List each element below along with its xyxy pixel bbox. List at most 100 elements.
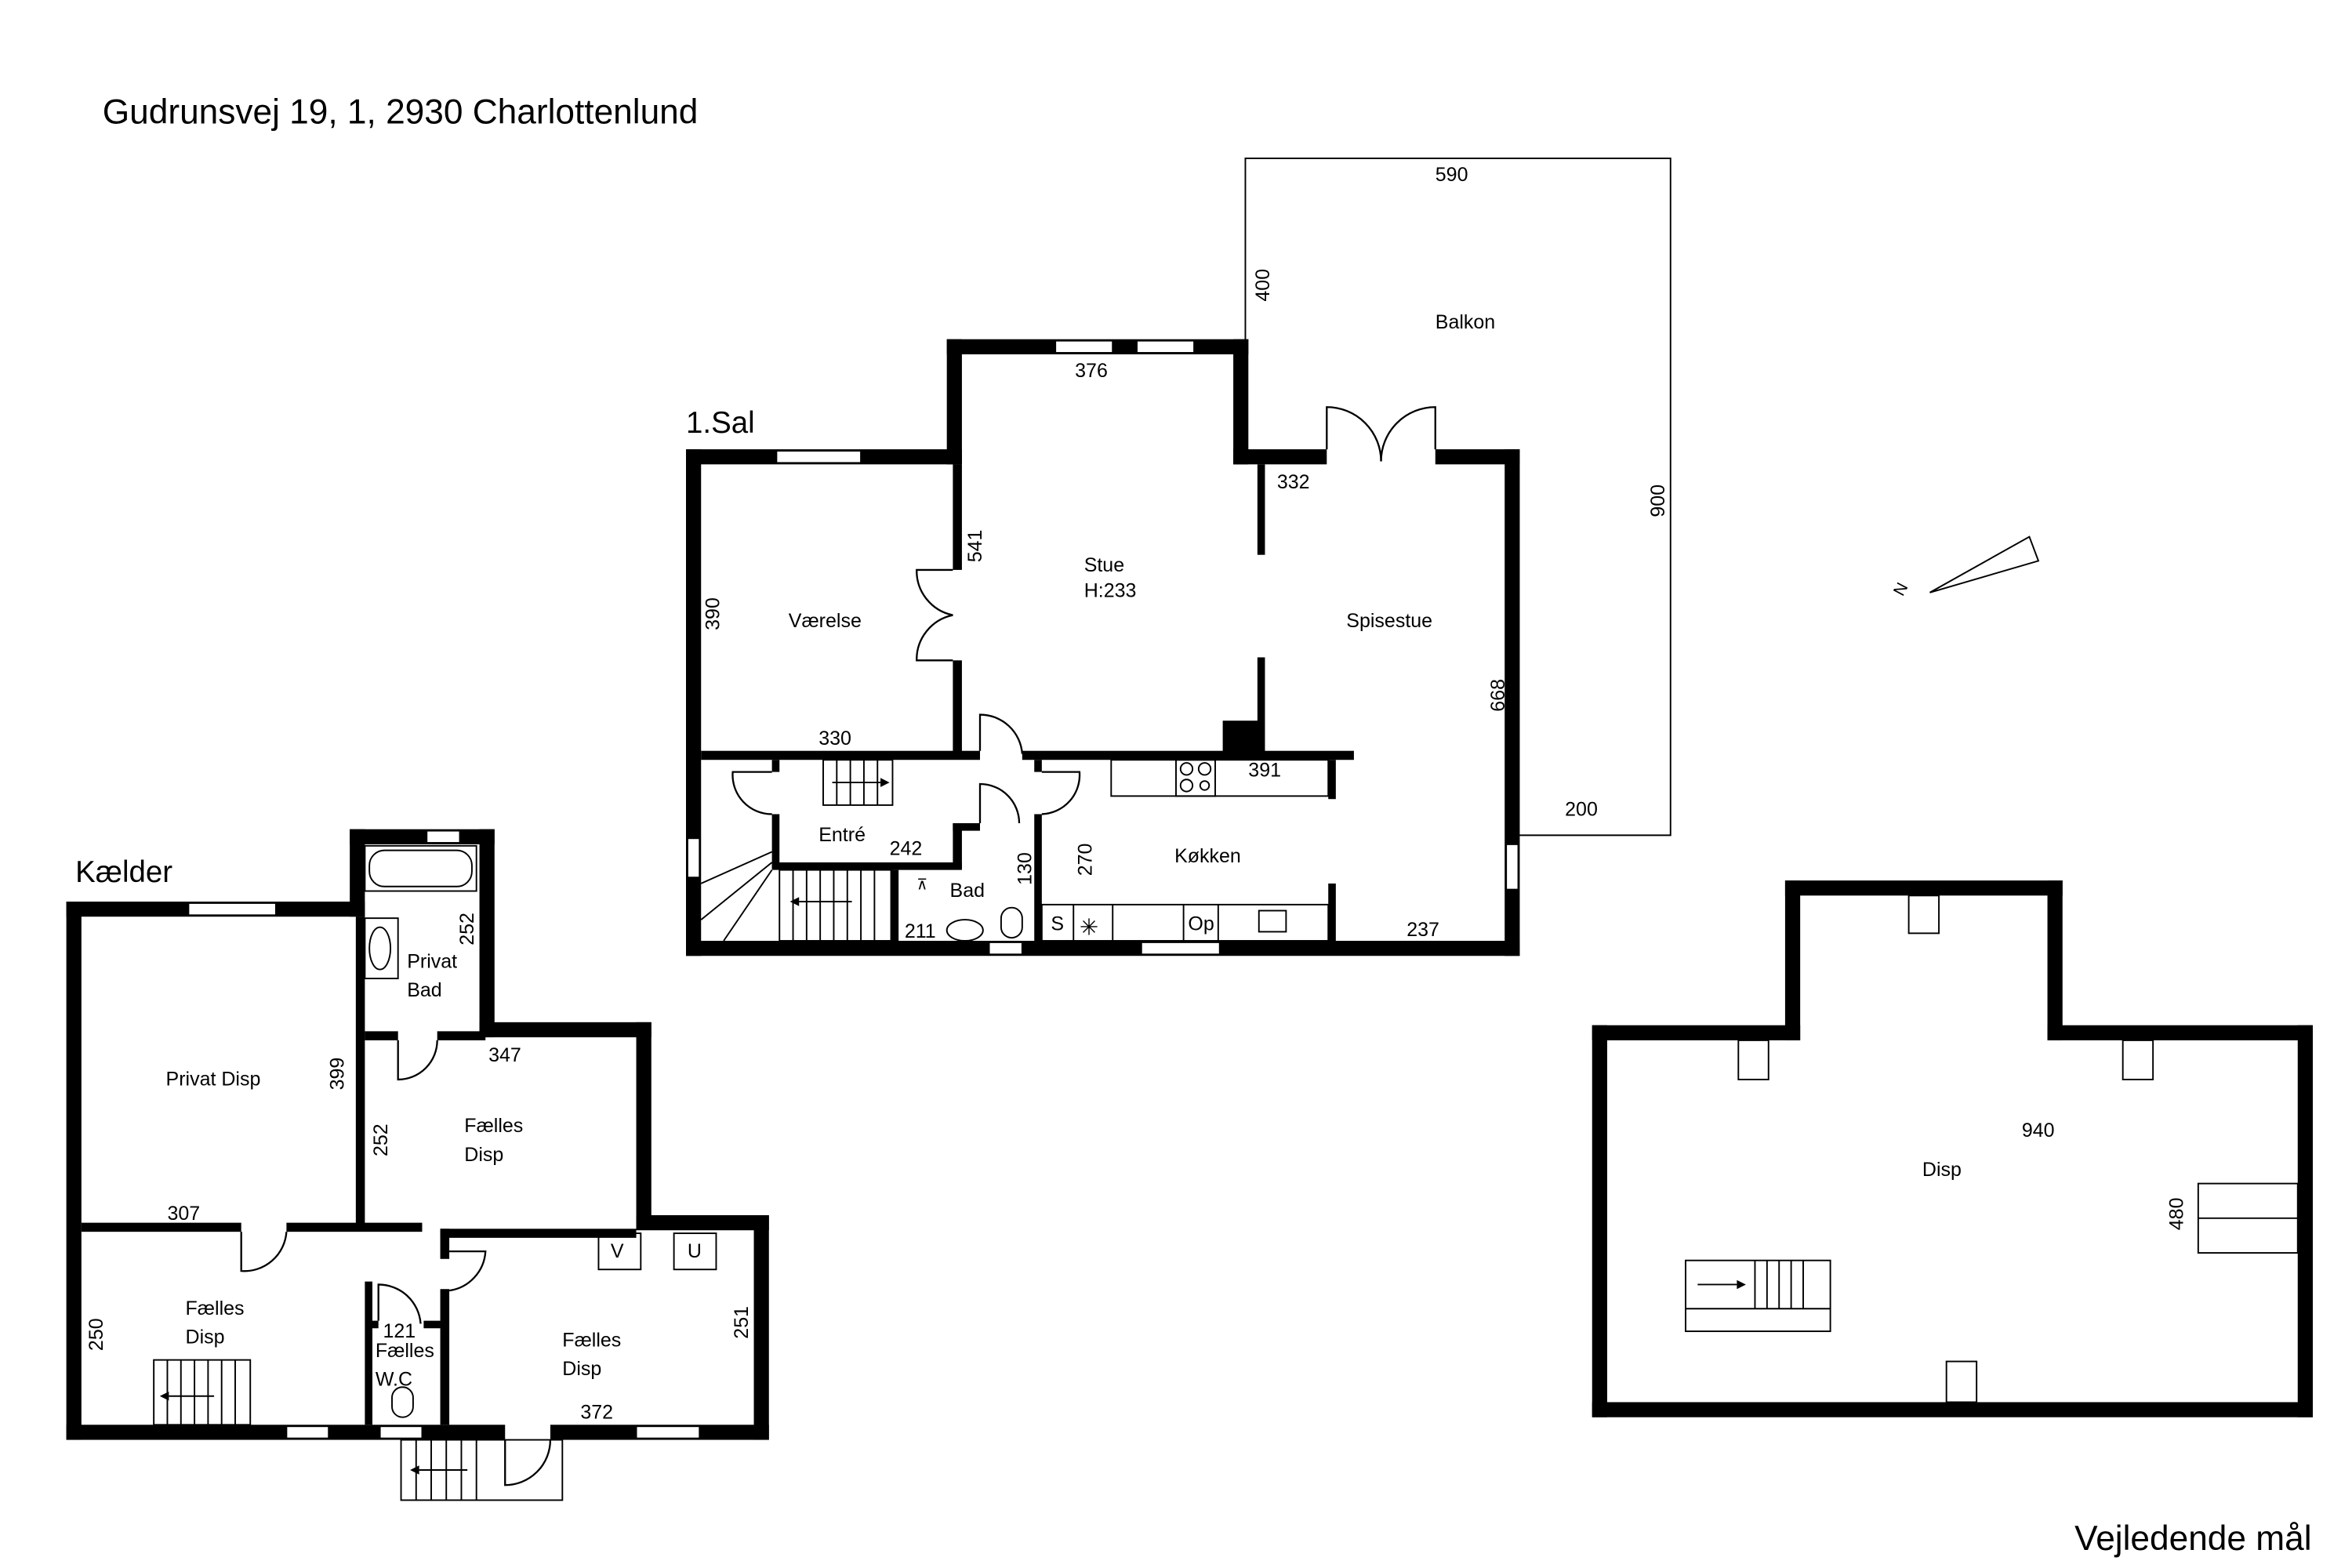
skylight	[1945, 1360, 1978, 1403]
north-label: N	[1890, 580, 1911, 599]
fan-icon: ✳	[1080, 915, 1098, 940]
dimension: 590	[1436, 164, 1468, 186]
room-label-spisestue: Spisestue	[1346, 610, 1432, 632]
fixture-v-label: V	[611, 1240, 624, 1262]
dimension: 307	[167, 1203, 200, 1225]
basement-plan: V U Kælder Privat Bad Privat Disp Fælles…	[66, 829, 769, 1501]
dimension: 330	[818, 728, 851, 750]
room-height-stue: H:233	[1084, 580, 1137, 602]
stairs-icon	[153, 1359, 564, 1501]
dimension: 332	[1277, 471, 1310, 493]
window	[988, 941, 1023, 956]
entrance-door	[504, 1439, 552, 1486]
room-label-faelles-wc: Fælles	[376, 1340, 434, 1362]
address-title: Gudrunsvej 19, 1, 2930 Charlottenlund	[103, 93, 699, 132]
window	[187, 902, 277, 916]
wc-door	[377, 1283, 422, 1324]
window	[635, 1425, 701, 1439]
stairs-icon	[1685, 1259, 1831, 1333]
floor-label-kaelder: Kælder	[75, 855, 172, 889]
stue-door	[978, 713, 1023, 754]
bad-door	[978, 782, 1021, 824]
dimension: 480	[2166, 1198, 2188, 1231]
window	[426, 829, 461, 844]
dimension: 242	[890, 837, 923, 859]
floor-label-1-sal: 1.Sal	[686, 406, 755, 440]
window	[379, 1425, 423, 1439]
entre-door	[731, 771, 772, 815]
balcony-door	[1326, 406, 1382, 462]
balcony-door	[1380, 406, 1436, 462]
dimension: 399	[326, 1058, 348, 1091]
dimension: 541	[964, 530, 986, 563]
door	[240, 1232, 288, 1272]
dimension: 130	[1014, 852, 1036, 885]
dimension: 391	[1248, 759, 1281, 781]
sink-label: S	[1051, 913, 1064, 935]
room-label-faelles-disp: Disp	[464, 1144, 503, 1166]
north-arrow-icon: N	[1890, 535, 2040, 599]
kitchen-counter: ✳	[1040, 759, 1330, 942]
window	[1054, 339, 1114, 354]
skylight	[1907, 895, 1940, 935]
room-label-privat-bad: Privat	[407, 951, 457, 973]
window	[1136, 339, 1196, 354]
washbasin-icon	[364, 917, 399, 980]
dimension: 251	[731, 1306, 753, 1339]
window	[686, 837, 701, 879]
dimension: 668	[1487, 679, 1509, 712]
dimension: 270	[1074, 844, 1096, 877]
dimension: 940	[2022, 1120, 2055, 1142]
toilet-icon	[391, 1386, 414, 1418]
washbasin-icon	[946, 919, 984, 942]
room-label-faelles-disp: Fælles	[464, 1115, 523, 1137]
stove-icon	[1175, 759, 1216, 797]
dimension: 400	[1252, 269, 1274, 302]
shower-icon: ⊼	[916, 877, 927, 894]
room-label-vaerelse: Værelse	[789, 610, 862, 632]
sink-icon	[1258, 909, 1287, 933]
dimension: 252	[370, 1123, 392, 1156]
stairs-icon	[700, 759, 894, 942]
dimension: 376	[1075, 360, 1108, 382]
fixture-v	[597, 1232, 642, 1271]
room-label-entre: Entré	[818, 824, 866, 846]
dimension: 252	[456, 913, 478, 946]
room-label-faelles-disp: Fælles	[186, 1298, 245, 1319]
dimension: 347	[488, 1044, 521, 1066]
first-floor-plan: ✳ S Op ⊼ 1.Sal Værelse Stue H:233 Spises…	[686, 164, 1669, 956]
dimension: 372	[580, 1402, 613, 1424]
door	[448, 1250, 487, 1292]
window	[285, 1425, 330, 1439]
dimension: 121	[383, 1320, 416, 1342]
bathtub-icon	[364, 844, 477, 892]
window	[775, 450, 862, 464]
room-label-faelles-disp: Disp	[562, 1358, 601, 1380]
room-label-privat-disp: Privat Disp	[166, 1069, 261, 1091]
dimension: 250	[85, 1318, 107, 1351]
vaerelse-door	[916, 568, 953, 662]
dishwasher-label: Op	[1188, 913, 1214, 935]
dimension: 390	[702, 597, 724, 630]
window	[1505, 843, 1519, 891]
fixture-u	[673, 1232, 717, 1271]
toilet-icon	[1000, 906, 1023, 939]
dimension: 211	[905, 920, 936, 942]
room-label-faelles-disp: Fælles	[562, 1329, 621, 1351]
window	[1140, 941, 1221, 956]
room-label-faelles-wc: W.C	[376, 1368, 412, 1390]
room-label-faelles-disp: Disp	[186, 1326, 225, 1348]
dimension: 237	[1406, 919, 1439, 941]
room-label-kokken: Køkken	[1174, 845, 1241, 867]
balcony-outline	[1244, 157, 1671, 837]
fixture-u-label: U	[688, 1240, 702, 1262]
room-label-balkon: Balkon	[1436, 311, 1495, 333]
room-label-bad: Bad	[950, 880, 985, 902]
skylight	[1737, 1039, 1769, 1080]
bath-door	[397, 1040, 438, 1081]
dimension: 200	[1565, 798, 1598, 820]
dimension: 900	[1647, 485, 1669, 517]
skylight	[2122, 1039, 2154, 1080]
kokken-door	[1041, 771, 1081, 815]
